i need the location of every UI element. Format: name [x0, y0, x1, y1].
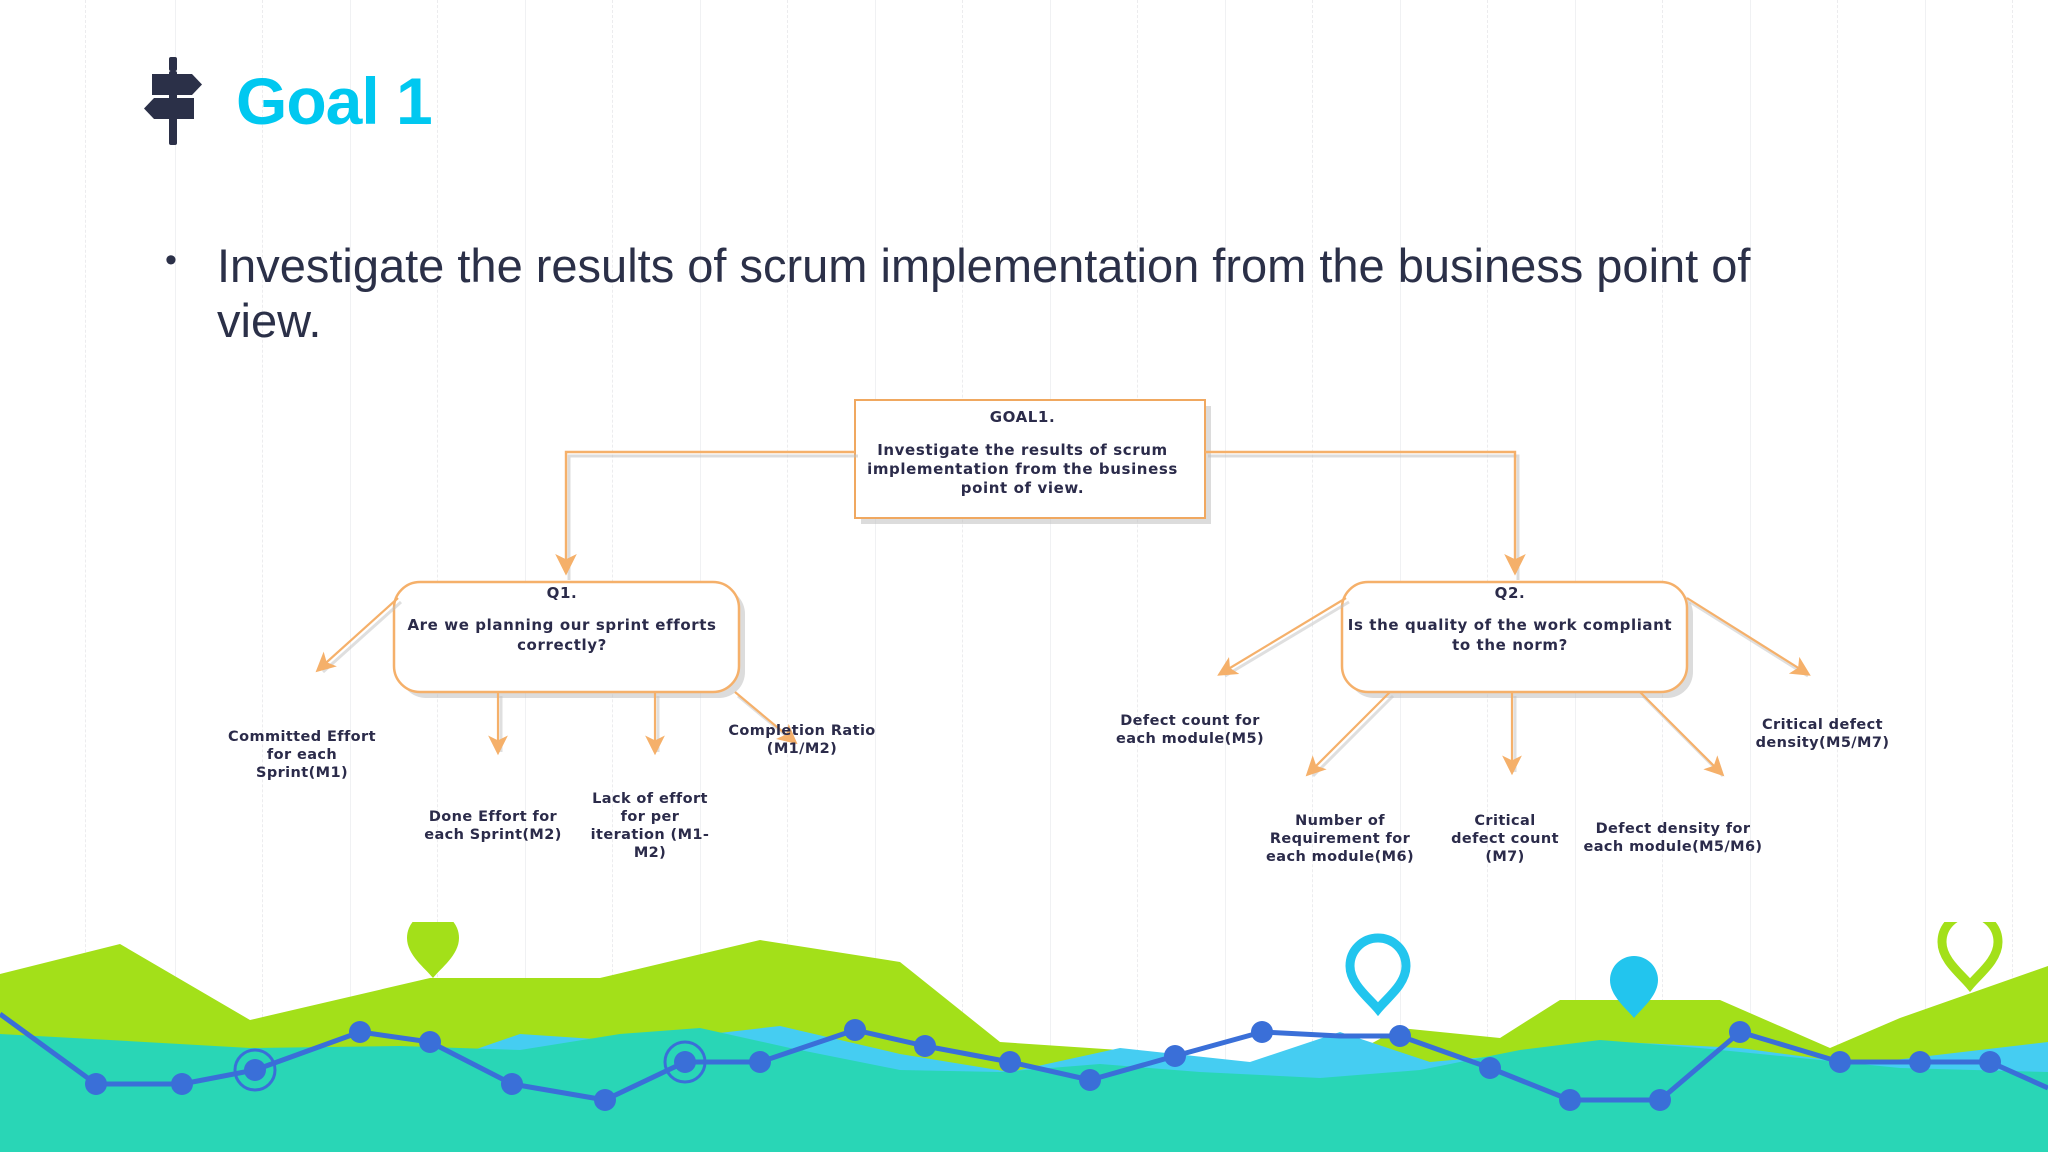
data-point — [1079, 1069, 1101, 1091]
data-point — [85, 1073, 107, 1095]
q2-node-box — [1340, 580, 1689, 694]
data-point-highlight — [663, 1040, 707, 1084]
data-point — [999, 1051, 1021, 1073]
gqm-diagram — [0, 380, 2048, 940]
q2-node-text: Is the quality of the work compliant to … — [1347, 616, 1673, 654]
q2-node-label: Q2. Is the quality of the work compliant… — [1340, 583, 1680, 655]
edge-goal-q1 — [555, 450, 855, 576]
data-point — [244, 1059, 266, 1081]
bullet-text: Investigate the results of scrum impleme… — [217, 239, 1751, 348]
gqm-diagram-svg — [315, 399, 1811, 778]
q1-node-id: Q1. — [546, 584, 578, 602]
data-point — [171, 1073, 193, 1095]
data-point — [349, 1021, 371, 1043]
decorative-chart-svg — [0, 922, 2048, 1152]
metric-label-m7: Critical defect count (M7) — [1451, 813, 1559, 865]
data-point-highlight — [233, 1048, 277, 1092]
green-pin-outline-icon — [1937, 922, 2003, 993]
data-point — [1979, 1051, 2001, 1073]
data-point — [1389, 1025, 1411, 1047]
green-pin-icon — [407, 922, 459, 978]
metric-label-m6: Number of Requirement for each module(M6… — [1266, 813, 1414, 865]
data-point — [1829, 1051, 1851, 1073]
page-title: Goal 1 — [236, 64, 433, 138]
q1-node-box — [392, 580, 741, 694]
q1-node-label: Q1. Are we planning our sprint efforts c… — [392, 583, 732, 655]
data-point — [1559, 1089, 1581, 1111]
metric-label-m2: Done Effort for each Sprint(M2) — [424, 809, 562, 843]
metric-label-completion-ratio: Completion Ratio (M1/M2) — [728, 723, 876, 757]
goal-node-box — [854, 399, 1206, 519]
data-point — [1251, 1021, 1273, 1043]
edge-q2-m5 — [1217, 597, 1347, 676]
data-point — [501, 1073, 523, 1095]
data-point — [1649, 1089, 1671, 1111]
data-point — [419, 1031, 441, 1053]
metric-label-defect-density: Defect density for each module(M5/M6) — [1583, 821, 1763, 855]
slide-header: Goal 1 — [140, 55, 433, 147]
edge-q1-m1 — [315, 597, 399, 673]
data-point — [1479, 1057, 1501, 1079]
data-point — [1909, 1051, 1931, 1073]
data-point — [1164, 1045, 1186, 1067]
metric-label-m1: Committed Effort for each Sprint(M1) — [228, 729, 376, 781]
decorative-chart — [0, 922, 2048, 1152]
edge-q2-m8 — [1639, 691, 1725, 777]
data-point — [749, 1051, 771, 1073]
signpost-icon — [144, 57, 202, 145]
metric-label-m1-m2: Lack of effort for per iteration (M1-M2) — [590, 791, 710, 861]
q1-node-text: Are we planning our sprint efforts corre… — [407, 616, 717, 654]
data-point — [1729, 1021, 1751, 1043]
goal-node-text: Investigate the results of scrum impleme… — [867, 441, 1178, 497]
goal-node-id: GOAL1. — [989, 408, 1056, 426]
data-point — [914, 1035, 936, 1057]
cyan-pin-icon — [1610, 956, 1658, 1018]
data-point — [594, 1089, 616, 1111]
bullet-marker: • — [165, 241, 177, 279]
metric-label-m5: Defect count for each module(M5) — [1116, 713, 1264, 747]
edge-goal-q2 — [1205, 450, 1526, 576]
edge-q2-m9 — [1686, 597, 1811, 676]
goal-node-label: GOAL1. Investigate the results of scrum … — [855, 408, 1190, 498]
q2-node-id: Q2. — [1494, 584, 1526, 602]
edge-q2-m6 — [1305, 691, 1391, 777]
data-point — [674, 1051, 696, 1073]
area-teal — [0, 1028, 2048, 1152]
metric-label-critical-defect-density: Critical defect density(M5/M7) — [1755, 717, 1890, 751]
data-point — [844, 1019, 866, 1041]
edge-q1-m4 — [734, 691, 798, 745]
bullet-row: • Investigate the results of scrum imple… — [165, 238, 1865, 349]
cyan-pin-outline-icon — [1345, 933, 1411, 1017]
